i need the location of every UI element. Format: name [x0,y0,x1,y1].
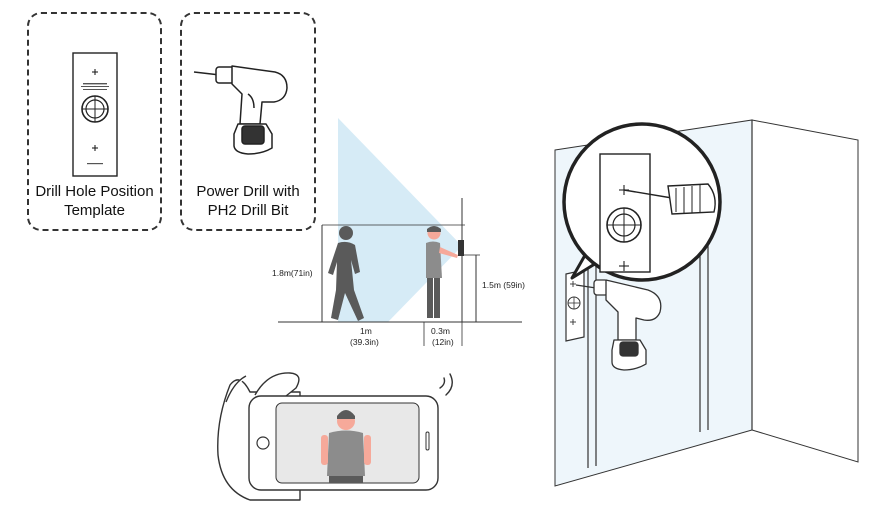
height-left-label: 1.8m(71in) [272,268,313,278]
distance-far-label-line2: (39.3in) [350,337,379,347]
template-card-label-line2: Template [64,202,125,219]
person-near-figure [426,226,458,318]
height-right-label: 1.5m (59in) [482,280,525,290]
doorbell-device-icon [458,240,464,256]
zoom-callout [562,122,722,282]
wall-drill-icon [575,279,662,371]
distance-near-label-line1: 0.3m [431,326,450,336]
video-feed-person [321,410,371,483]
person-far-silhouette [328,226,364,321]
template-card: Drill Hole Position Template [27,12,162,231]
drill-card-label-line1: Power Drill with [196,183,300,200]
drill-card: Power Drill with PH2 Drill Bit [180,12,316,231]
power-drill-icon [193,65,288,155]
distance-far-label-line1: 1m [360,326,372,336]
wireless-signal-icon [439,373,453,396]
home-button-icon [256,436,270,450]
distance-near-label-line2: (12in) [432,337,454,347]
template-card-label-line1: Drill Hole Position [35,183,154,200]
template-sheet-icon [72,52,118,177]
drill-card-label-line2: PH2 Drill Bit [207,202,289,219]
